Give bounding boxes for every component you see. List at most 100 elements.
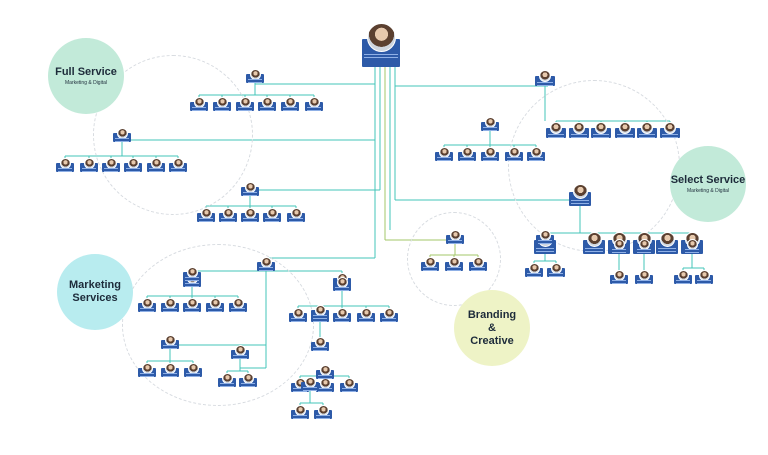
card-text-line — [243, 220, 257, 222]
employee-card[interactable] — [311, 336, 329, 351]
employee-card[interactable] — [333, 307, 351, 322]
employee-card[interactable] — [305, 96, 323, 111]
employee-card[interactable] — [291, 404, 309, 419]
employee-card[interactable] — [80, 157, 98, 172]
employee-card[interactable] — [660, 122, 680, 138]
employee-card[interactable] — [229, 297, 247, 312]
employee-card[interactable] — [674, 269, 692, 284]
employee-card[interactable] — [161, 297, 179, 312]
card-text-line — [423, 269, 437, 271]
employee-card[interactable] — [218, 372, 236, 387]
employee-card[interactable] — [184, 362, 202, 377]
employee-card[interactable] — [610, 269, 628, 284]
employee-card[interactable] — [263, 207, 281, 222]
employee-card[interactable] — [635, 269, 653, 284]
employee-card[interactable] — [236, 96, 254, 111]
card-text-line — [243, 194, 257, 196]
employee-card[interactable] — [546, 122, 566, 138]
manager-card[interactable] — [316, 364, 334, 379]
employee-card[interactable] — [56, 157, 74, 172]
employee-card[interactable] — [281, 96, 299, 111]
manager-card[interactable] — [246, 68, 264, 83]
employee-card[interactable] — [656, 232, 678, 254]
employee-card[interactable] — [435, 146, 453, 161]
card-text-line — [289, 217, 303, 219]
card-text-line — [483, 129, 497, 131]
employee-card[interactable] — [481, 146, 499, 161]
card-text-line — [221, 220, 235, 222]
employee-card[interactable] — [458, 146, 476, 161]
card-text-line — [259, 269, 273, 271]
employee-card[interactable] — [241, 207, 259, 222]
card-text-line — [163, 347, 177, 349]
employee-card[interactable] — [124, 157, 142, 172]
card-text-line — [58, 167, 72, 169]
employee-card[interactable] — [197, 207, 215, 222]
employee-card[interactable] — [569, 122, 589, 138]
director-card[interactable] — [569, 184, 591, 206]
employee-card[interactable] — [380, 307, 398, 322]
manager-card[interactable] — [241, 181, 259, 196]
card-text-line — [538, 239, 552, 241]
employee-card[interactable] — [239, 372, 257, 387]
card-text-line — [243, 217, 257, 219]
manager-card[interactable] — [301, 376, 319, 391]
card-text-line — [617, 133, 633, 135]
employee-card[interactable] — [161, 362, 179, 377]
employee-card[interactable] — [219, 207, 237, 222]
card-text-line — [185, 279, 199, 281]
employee-card[interactable] — [525, 262, 543, 277]
employee-card[interactable] — [637, 122, 657, 138]
employee-card[interactable] — [547, 262, 565, 277]
employee-card[interactable] — [138, 297, 156, 312]
employee-card[interactable] — [314, 404, 332, 419]
employee-card[interactable] — [147, 157, 165, 172]
employee-card[interactable] — [340, 377, 358, 392]
avatar — [586, 232, 602, 248]
employee-card[interactable] — [357, 307, 375, 322]
employee-card[interactable] — [138, 362, 156, 377]
full-service-ring — [93, 55, 253, 215]
manager-card[interactable] — [113, 127, 131, 142]
card-text-line — [527, 275, 541, 277]
employee-card[interactable] — [469, 256, 487, 271]
manager-card[interactable] — [257, 256, 275, 271]
manager-card[interactable] — [446, 229, 464, 244]
manager-card[interactable] — [161, 334, 179, 349]
employee-card[interactable] — [183, 297, 201, 312]
employee-card[interactable] — [445, 256, 463, 271]
employee-card[interactable] — [615, 122, 635, 138]
manager-card[interactable] — [635, 238, 653, 253]
manager-card[interactable] — [683, 238, 701, 253]
employee-card[interactable] — [213, 96, 231, 111]
card-text-line — [585, 247, 603, 249]
manager-card[interactable] — [536, 229, 554, 244]
manager-card[interactable] — [610, 238, 628, 253]
employee-card[interactable] — [289, 307, 307, 322]
employee-card[interactable] — [190, 96, 208, 111]
card-text-line — [662, 136, 678, 138]
employee-card[interactable] — [591, 122, 611, 138]
card-text-line — [220, 382, 234, 384]
manager-card[interactable] — [333, 276, 351, 291]
employee-card[interactable] — [206, 297, 224, 312]
ceo-card[interactable] — [362, 22, 400, 67]
director-card[interactable] — [535, 70, 555, 86]
employee-card[interactable] — [421, 256, 439, 271]
employee-card[interactable] — [169, 157, 187, 172]
manager-card[interactable] — [481, 116, 499, 131]
card-text-line — [248, 78, 262, 80]
employee-card[interactable] — [505, 146, 523, 161]
card-text-line — [303, 389, 317, 391]
employee-card[interactable] — [258, 96, 276, 111]
employee-card[interactable] — [287, 207, 305, 222]
employee-card[interactable] — [527, 146, 545, 161]
card-text-line — [612, 282, 626, 284]
manager-card[interactable] — [183, 266, 201, 281]
employee-card[interactable] — [583, 232, 605, 254]
manager-card[interactable] — [231, 344, 249, 359]
employee-card[interactable] — [695, 269, 713, 284]
card-text-line — [291, 317, 305, 319]
employee-card[interactable] — [102, 157, 120, 172]
manager-card[interactable] — [311, 304, 329, 319]
